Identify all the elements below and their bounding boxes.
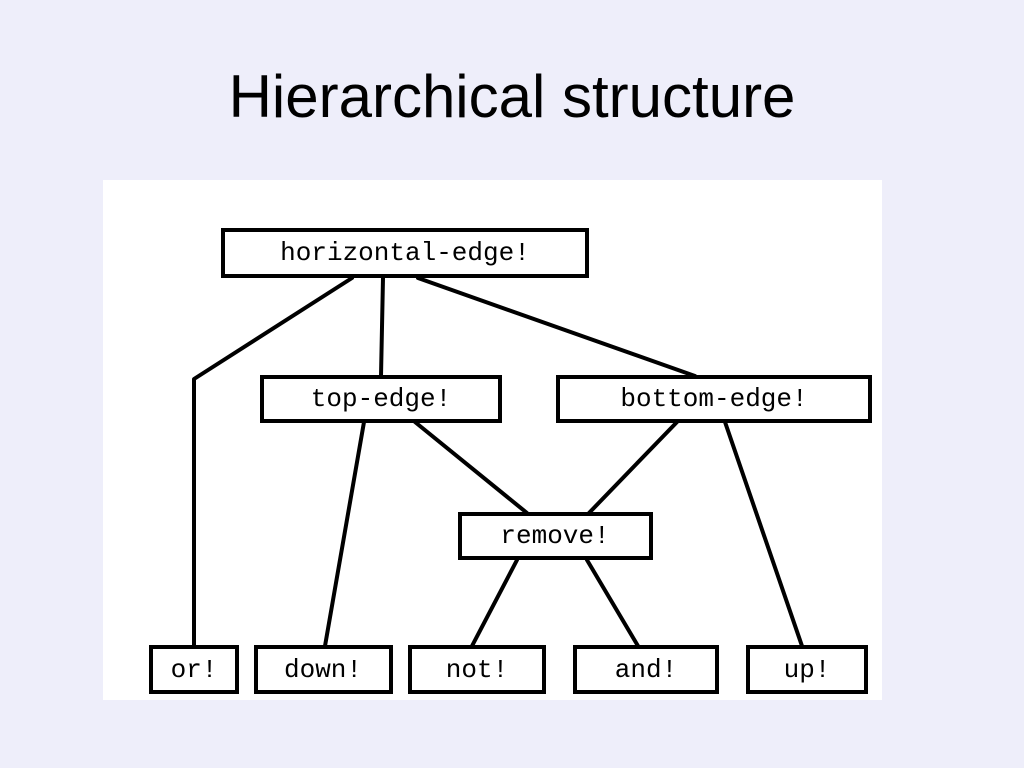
node-label: and! (615, 655, 677, 685)
node-bottom-edge: bottom-edge! (556, 375, 872, 423)
edge-remove-to-not (470, 558, 519, 648)
node-down: down! (254, 645, 393, 694)
node-and: and! (573, 645, 719, 694)
node-horizontal-edge: horizontal-edge! (221, 228, 589, 278)
edge-top-edge-to-down (323, 420, 366, 648)
node-label: down! (284, 655, 362, 685)
edge-bottom-edge-to-up (723, 420, 804, 648)
slide-title: Hierarchical structure (228, 63, 796, 130)
hierarchy-diagram-panel: horizontal-edge! top-edge! bottom-edge! … (103, 180, 882, 700)
node-remove: remove! (458, 512, 653, 560)
diagram-edges (192, 276, 804, 648)
node-label: remove! (500, 521, 609, 551)
edge-horizontal-edge-to-or (192, 276, 354, 648)
node-up: up! (746, 645, 868, 694)
node-label: or! (171, 655, 218, 685)
edge-remove-to-and (585, 558, 640, 648)
edge-horizontal-edge-to-bottom-edge (416, 276, 697, 378)
node-label: horizontal-edge! (280, 238, 530, 268)
node-label: top-edge! (311, 384, 451, 414)
node-top-edge: top-edge! (260, 375, 502, 423)
edge-horizontal-edge-to-top-edge (379, 276, 385, 378)
node-or: or! (149, 645, 239, 694)
node-not: not! (408, 645, 546, 694)
edge-top-edge-to-remove (413, 420, 529, 515)
node-label: bottom-edge! (620, 384, 807, 414)
node-label: not! (446, 655, 508, 685)
node-label: up! (784, 655, 831, 685)
edge-bottom-edge-to-remove (587, 420, 679, 515)
hierarchy-diagram: horizontal-edge! top-edge! bottom-edge! … (149, 228, 872, 694)
